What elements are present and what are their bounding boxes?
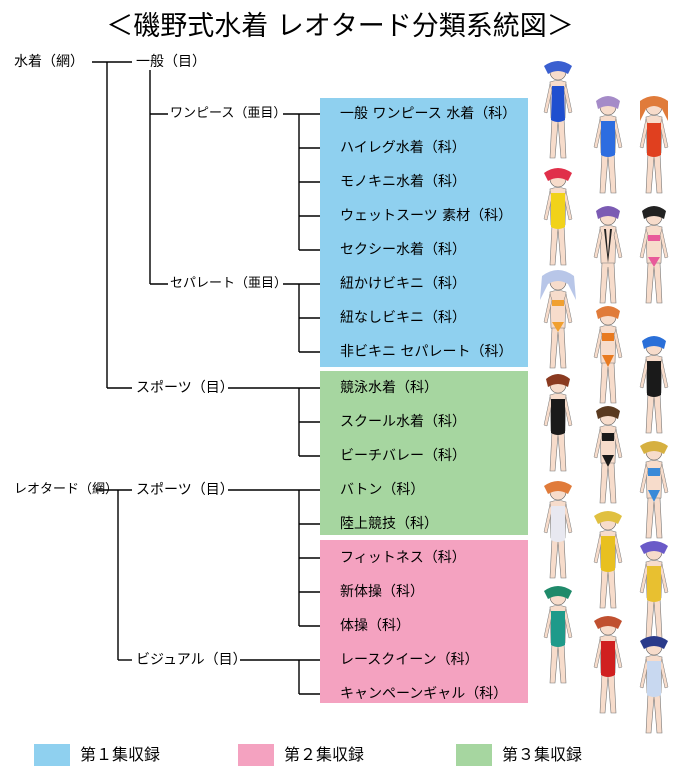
family-track-field: 陸上競技（科）	[340, 516, 438, 532]
volume2-box	[320, 540, 528, 703]
leotard-sports-order-label: スポーツ（目）	[136, 482, 234, 498]
family-wetsuit-material: ウェットスーツ 素材（科）	[340, 208, 513, 224]
general-order-label: 一般（目）	[136, 54, 206, 70]
figure-orange-onepiece	[639, 96, 669, 194]
family-strapless-bikini: 紐なしビキニ（科）	[340, 310, 466, 326]
family-general-onepiece: 一般 ワンピース 水着（科）	[340, 106, 517, 122]
family-fitness: フィットネス（科）	[340, 550, 466, 566]
swimsuit-net-label: 水着（網）	[14, 54, 84, 70]
sports-order-label: スポーツ（目）	[136, 380, 234, 396]
legend-swatch-volume1	[34, 744, 70, 766]
family-rhythmic-gymnastics: 新体操（科）	[340, 584, 424, 600]
visual-order-label: ビジュアル（目）	[136, 652, 247, 668]
family-competitive: 競泳水着（科）	[340, 380, 438, 396]
family-race-queen: レースクイーン（科）	[340, 652, 479, 668]
legend-label-volume2: 第２集収録	[284, 745, 365, 764]
figure-orange-bikini-seated	[540, 270, 576, 369]
figure-black-monokini	[593, 206, 623, 304]
family-beach-volleyball: ビーチバレー（科）	[340, 448, 466, 464]
family-gymnastics: 体操（科）	[340, 618, 410, 634]
figure-campaign-girl	[639, 636, 669, 734]
family-baton: バトン（科）	[340, 482, 425, 498]
figure-yellow-onepiece	[543, 168, 573, 266]
figure-gymnast	[543, 586, 573, 684]
figure-blue-bikini	[639, 336, 669, 434]
family-highleg: ハイレグ水着（科）	[340, 140, 466, 156]
figure-blue-beachvolley	[639, 441, 669, 539]
family-string-bikini: 紐かけビキニ（科）	[340, 276, 466, 292]
character-illustrations	[540, 61, 669, 734]
family-monokini: モノキニ水着（科）	[340, 174, 466, 190]
onepiece-suborder-label: ワンピース（亜目）	[170, 106, 287, 121]
page-title: ＜磯野式水着 レオタード分類系統図＞	[106, 11, 574, 42]
figure-race-queen	[593, 616, 623, 714]
figure-black-competitive	[543, 374, 573, 472]
legend-swatch-volume2	[238, 744, 274, 766]
figure-purple-onepiece	[593, 96, 623, 194]
family-school: スクール水着（科）	[340, 414, 466, 430]
figure-blue-onepiece	[543, 61, 573, 159]
figure-track-athlete	[593, 511, 623, 609]
volume3-box	[320, 371, 528, 535]
figure-orange-bikini	[593, 306, 623, 404]
family-non-bikini-separate: 非ビキニ セパレート（科）	[340, 344, 513, 360]
figure-fitness	[639, 541, 669, 639]
volume1-box	[320, 98, 528, 367]
separate-suborder-label: セパレート（亜目）	[170, 276, 288, 291]
family-sexy: セクシー水着（科）	[340, 242, 466, 258]
figure-black-school	[593, 406, 623, 504]
leotard-net-label: レオタード（網）	[14, 482, 119, 497]
family-campaign-girl: キャンペーンギャル（科）	[340, 686, 508, 702]
legend-swatch-volume3	[456, 744, 492, 766]
legend-label-volume3: 第３集収録	[502, 745, 583, 764]
figure-pink-bikini	[639, 206, 669, 304]
figure-baton-leotard	[543, 481, 573, 579]
legend-label-volume1: 第１集収録	[80, 745, 161, 764]
